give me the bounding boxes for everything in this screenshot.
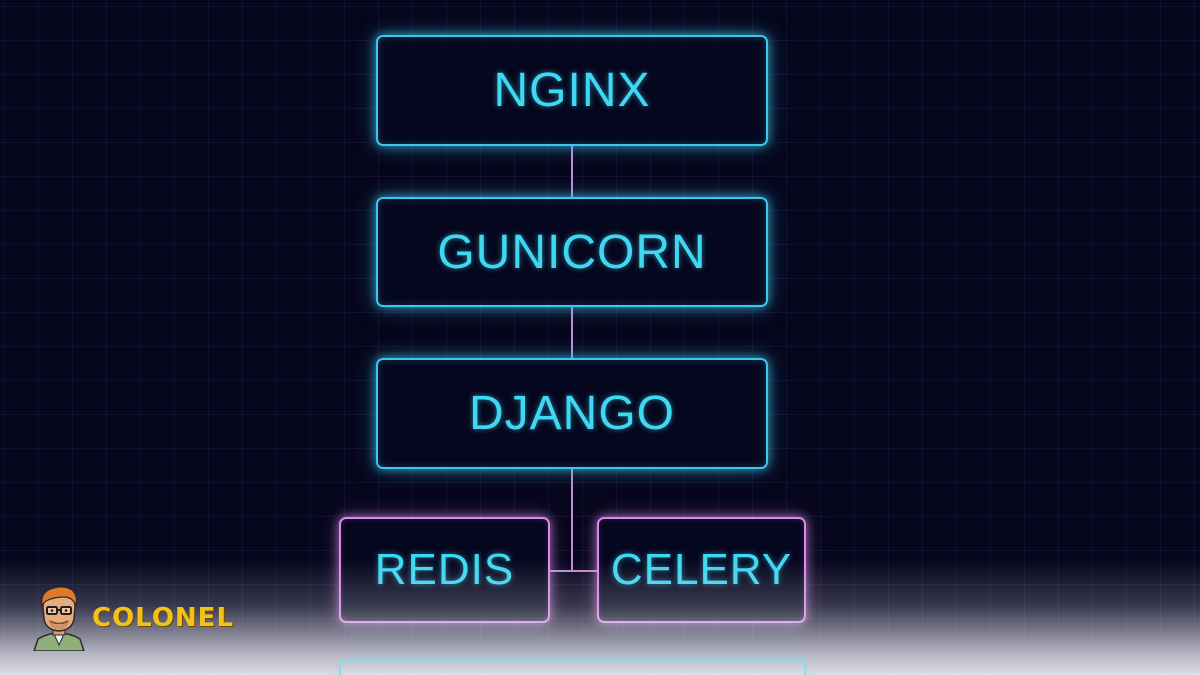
node-gunicorn: GUNICORN — [376, 197, 768, 307]
node-label-gunicorn: GUNICORN — [437, 225, 707, 279]
node-redis: REDIS — [339, 517, 550, 623]
node-django: DJANGO — [376, 358, 768, 469]
brand-logo: COLONEL — [28, 585, 273, 655]
colonel-avatar-icon — [33, 586, 85, 651]
node-partial-offscreen — [339, 659, 806, 675]
node-label-redis: REDIS — [374, 545, 515, 594]
node-label-celery: CELERY — [610, 545, 793, 594]
node-celery: CELERY — [597, 517, 806, 623]
node-label-django: DJANGO — [468, 387, 675, 440]
brand-wordmark: COLONEL — [92, 603, 235, 633]
node-nginx: NGINX — [376, 35, 768, 146]
node-label-nginx: NGINX — [493, 64, 651, 117]
